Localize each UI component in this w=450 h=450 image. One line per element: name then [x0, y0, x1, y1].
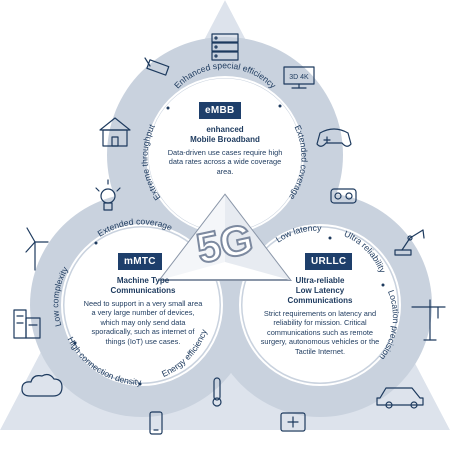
embb-description: Data-driven use cases require high data …	[167, 148, 283, 176]
urllc-badge: URLLC	[305, 253, 353, 270]
center-5g-pyramid: 5G	[157, 193, 293, 281]
vr-headset-icon	[330, 188, 357, 204]
wind-turbine-icon	[25, 227, 49, 271]
mmtc-text-block: Machine Type Communications Need to supp…	[82, 276, 204, 346]
robot-arm-icon	[394, 229, 425, 256]
mmtc-subtitle-1: Machine Type	[116, 276, 170, 285]
mmtc-subtitle-2: Communications	[110, 286, 176, 295]
thermometer-icon	[212, 377, 222, 407]
cloud-icon	[21, 373, 63, 397]
svg-text:3D 4K: 3D 4K	[289, 74, 309, 81]
security-camera-icon	[144, 57, 170, 76]
urllc-subtitle-3: Communications	[287, 296, 353, 305]
mmtc-outline	[61, 224, 223, 386]
game-controller-icon	[316, 128, 352, 147]
server-rack-icon	[211, 33, 239, 61]
car-icon	[376, 387, 424, 409]
light-bulb-icon	[95, 179, 121, 211]
embb-subtitle-1: enhanced	[206, 125, 244, 134]
mmtc-description: Need to support in a very small area a v…	[83, 299, 203, 346]
arc-bullets	[73, 104, 385, 386]
urllc-circle	[242, 227, 398, 383]
mmtc-badge: mMTC	[118, 253, 162, 270]
house-icon	[99, 117, 131, 147]
embb-subtitle-2: Mobile Broadband	[190, 135, 260, 144]
urllc-subtitle-2: Low Latency	[295, 286, 345, 295]
embb-text-block: enhanced Mobile Broadband Data-driven us…	[166, 125, 284, 176]
urllc-description: Strict requirements on latency and relia…	[260, 309, 380, 356]
smartphone-icon	[149, 411, 163, 435]
city-buildings-icon	[13, 309, 41, 339]
urllc-text-block: Ultra-reliable Low Latency Communication…	[260, 276, 380, 356]
urllc-subtitle-1: Ultra-reliable	[295, 276, 345, 285]
medical-kit-icon	[280, 412, 306, 432]
center-5g-label: 5G	[192, 215, 257, 273]
tv-3d-4k-icon: 3D 4K	[283, 66, 315, 89]
embb-badge: eMBB	[199, 102, 241, 119]
crane-icon	[411, 299, 446, 341]
urllc-outline	[239, 224, 401, 386]
